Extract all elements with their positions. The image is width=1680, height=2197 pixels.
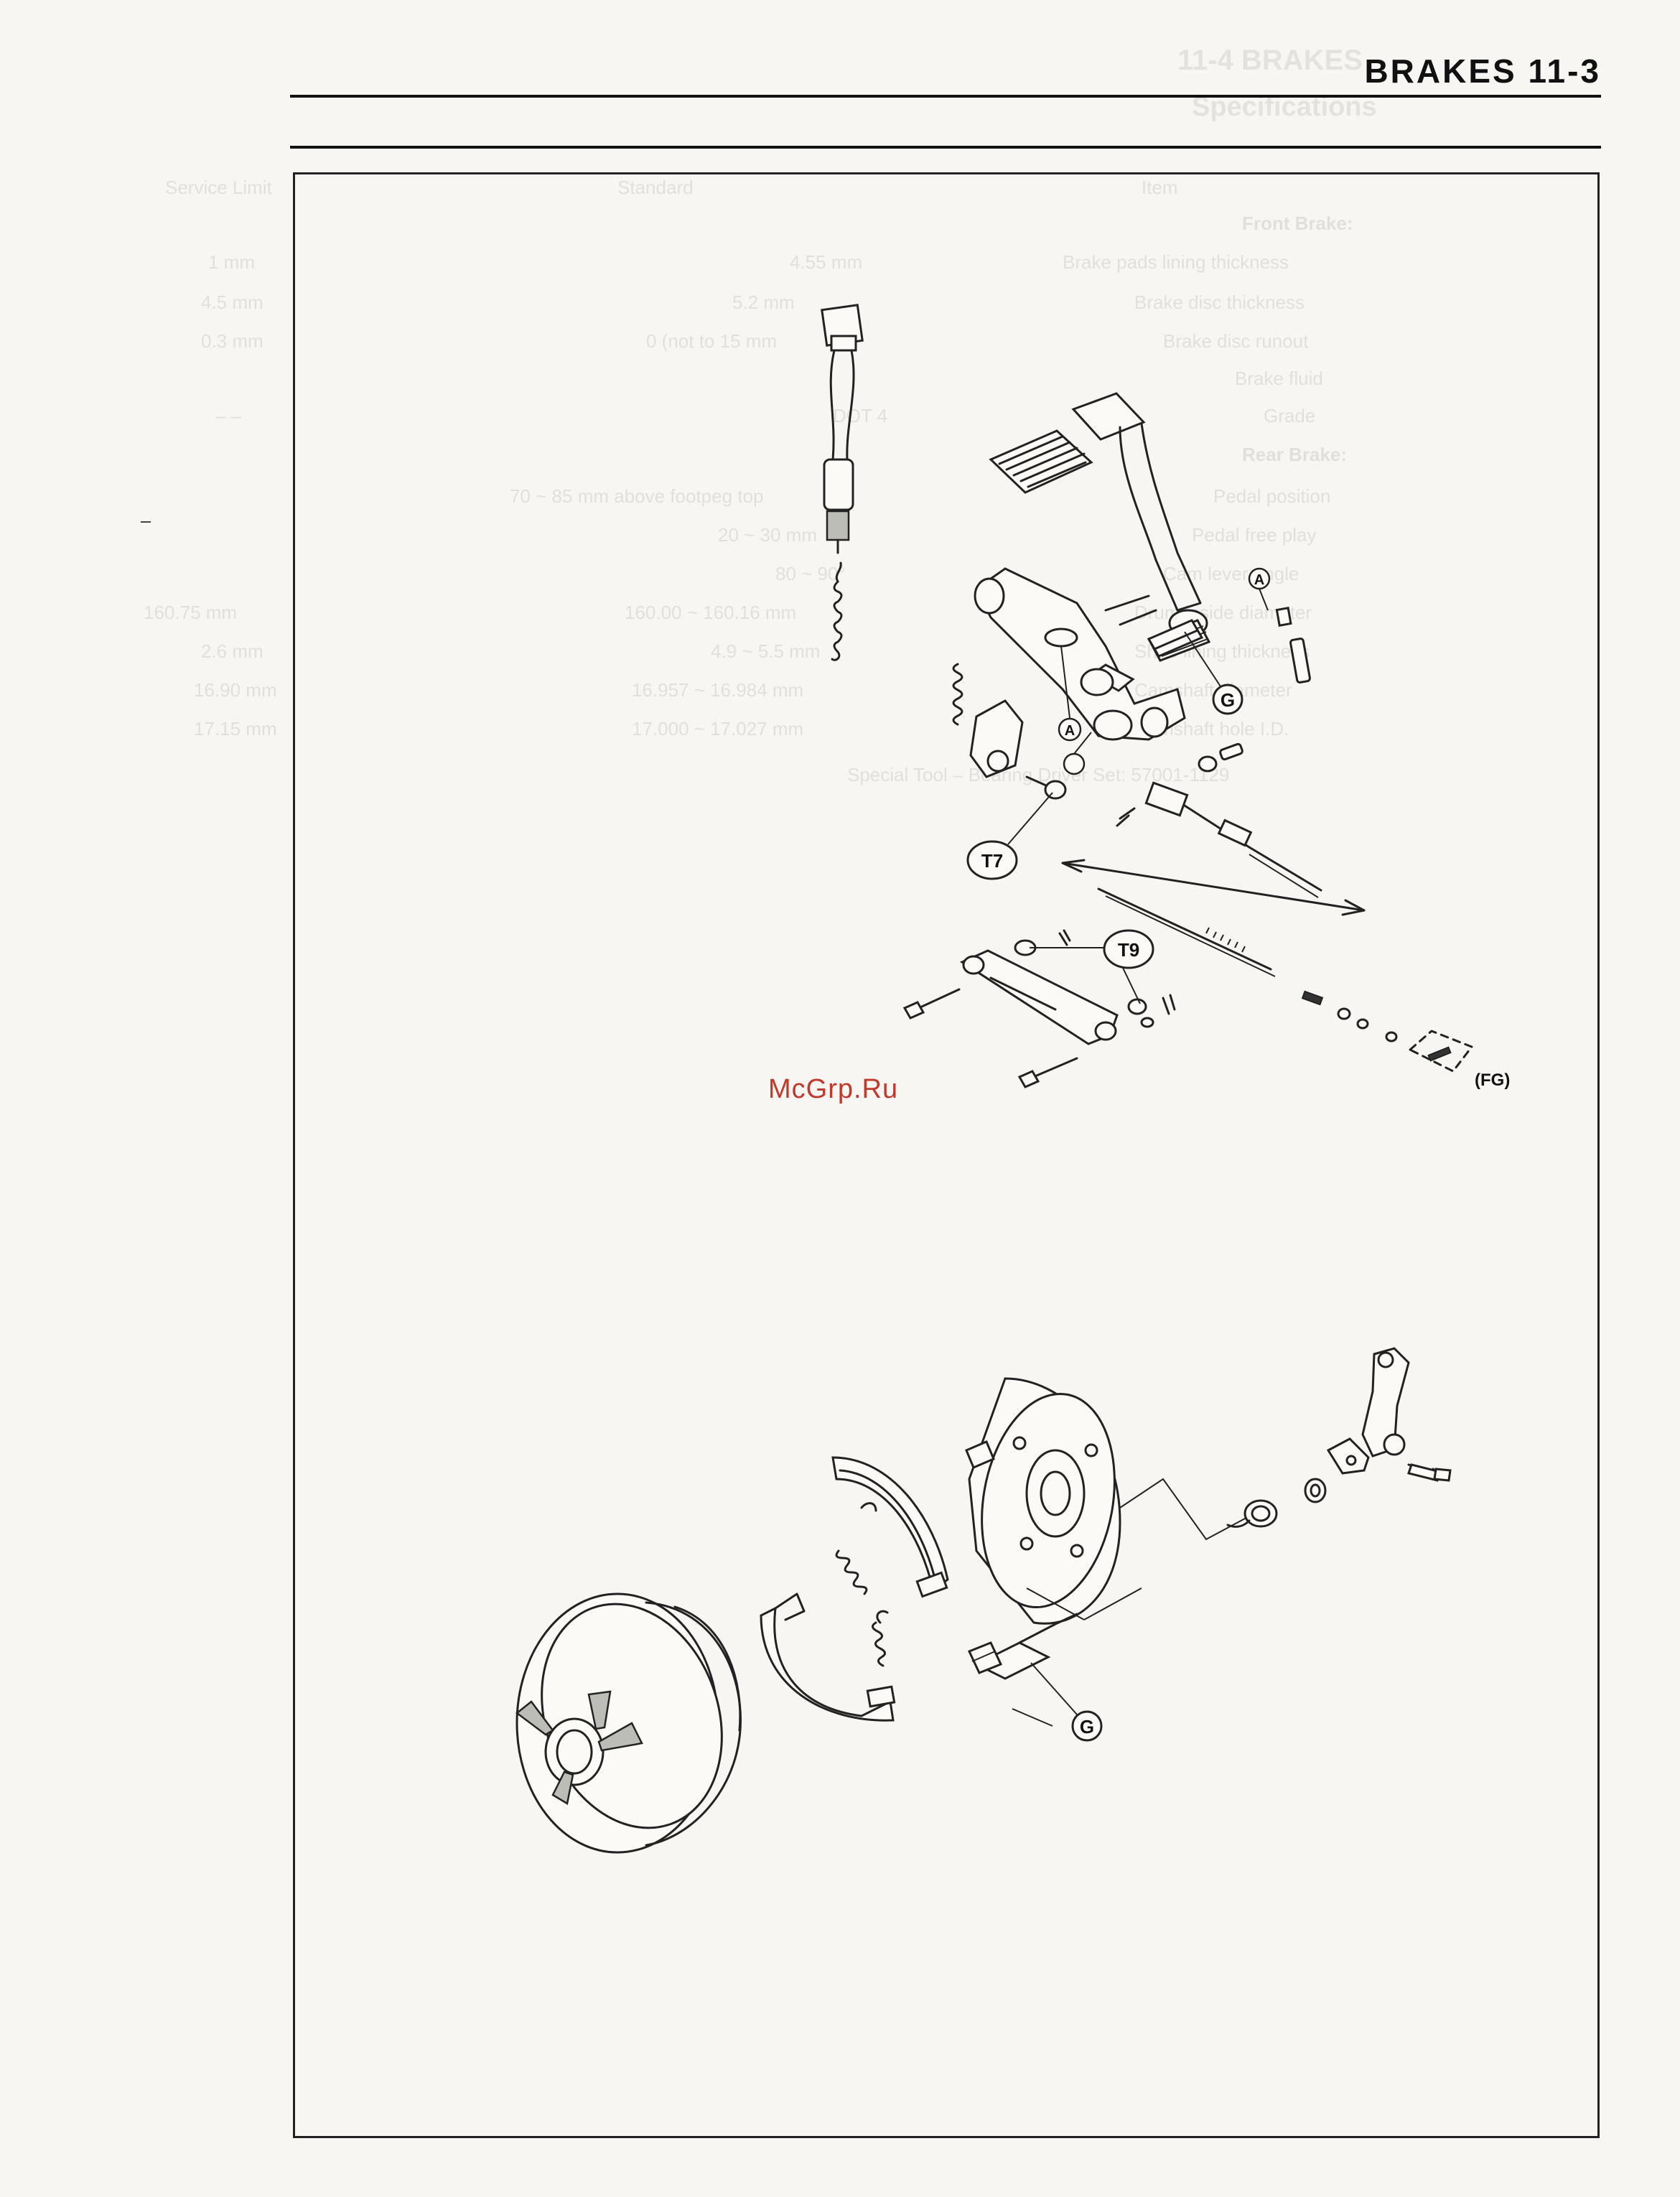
bleed-front-row: Brake disc thickness <box>1134 291 1305 313</box>
brake-rod-link <box>959 949 1119 1045</box>
brake-rod-joint <box>1116 781 1322 898</box>
brake-panel <box>965 1377 1121 1625</box>
bleed-front: Front Brake: <box>1242 213 1353 234</box>
bleed-rear-row: 80 ~ 90° <box>775 563 846 584</box>
callout-a-mid: A <box>1058 645 1092 775</box>
pedal-return-spring <box>952 663 963 726</box>
bleed-col-standard: Standard <box>617 177 694 198</box>
brake-rod <box>1097 887 1276 977</box>
bleed-front-row: Brake pads lining thickness <box>1063 251 1289 273</box>
link-bolt <box>902 988 1078 1088</box>
bleed-rear-row: 160.75 mm <box>144 602 238 623</box>
brake-switch-spring <box>831 561 843 661</box>
camshaft-washer <box>1304 1478 1327 1503</box>
bleed-col-item: Item <box>1142 177 1178 198</box>
callout-t9: T9 <box>1030 929 1154 1004</box>
bleed-front-row: Brake disc runout <box>1163 330 1309 352</box>
fg-frame-part <box>1409 1030 1473 1073</box>
bleed-front-row: 0.3 mm <box>201 330 263 352</box>
bleed-rear-row: Pedal position <box>1213 485 1331 507</box>
callout-a-top: A <box>1248 567 1271 611</box>
bleed-front-row: 1 mm <box>208 251 255 273</box>
torsion-spring <box>1226 1499 1278 1528</box>
bleed-rear-row: 17.000 ~ 17.027 mm <box>632 718 804 740</box>
camshaft-leader <box>1012 1587 1142 1727</box>
brake-cam-lever <box>1361 1347 1442 1476</box>
footrest-pad <box>989 429 1093 494</box>
bleed-rear-row: 17.15 mm <box>194 718 277 740</box>
pivot-shaft <box>1147 619 1204 658</box>
bleed-front-row: 4.5 mm <box>201 291 263 313</box>
bleed-rear-row: 70 ~ 85 mm above footpeg top <box>510 485 764 507</box>
panel-to-spring-leader <box>1119 1478 1247 1541</box>
bleed-rear-row: 4.9 ~ 5.5 mm <box>711 640 821 662</box>
brake-camshaft <box>967 1613 1078 1680</box>
bleed-front-row: Grade <box>1264 405 1316 426</box>
callout-t9-label: T9 <box>1118 939 1139 961</box>
callout-a-mid-label: A <box>1065 723 1075 739</box>
bleed-front-row: DOT 4 <box>833 405 888 426</box>
bleed-front-row: Brake fluid <box>1235 368 1323 389</box>
page-header-title: BRAKES 11-3 <box>1364 52 1601 90</box>
callout-g-pedal-label: G <box>1221 689 1235 711</box>
bleed-subtitle: Specifications <box>1192 92 1377 122</box>
brake-pedal <box>1071 392 1211 662</box>
rear-adjuster-parts <box>1301 990 1398 1042</box>
bleed-col-limit: Service Limit <box>165 177 272 198</box>
bleed-rear-row: Cam lever angle <box>1163 563 1299 584</box>
brake-lever-arm <box>969 699 1024 778</box>
callout-g-pedal: G <box>1184 631 1243 715</box>
brake-drum <box>515 1592 742 1854</box>
bleed-front-row: 0 (not to 15 mm <box>646 330 778 352</box>
header-rule-lower <box>290 146 1601 149</box>
pedal-shaft-washer <box>1198 742 1243 773</box>
cam-lever-bolt <box>1407 1463 1452 1482</box>
brake-shoe-lower <box>760 1592 896 1722</box>
header-rule <box>290 95 1601 98</box>
bleed-rear-row: Pedal free play <box>1192 524 1317 546</box>
callout-fg-label: (FG) <box>1475 1070 1510 1090</box>
bleed-front-row: 4.55 mm <box>790 251 863 273</box>
brake-shoe-upper <box>831 1456 949 1598</box>
bleed-front-row: – – <box>215 405 242 426</box>
bleed-front-row: 5.2 mm <box>732 291 795 313</box>
shoe-spring-lower <box>872 1610 889 1667</box>
callout-g-drum: G <box>1030 1662 1103 1742</box>
shoe-spring-upper <box>835 1502 877 1595</box>
diagram-frame <box>293 172 1600 2138</box>
callout-t7-label: T7 <box>981 850 1003 872</box>
pivot-bushing <box>1044 628 1133 741</box>
bleed-rear-row: 20 ~ 30 mm <box>718 524 818 546</box>
bleed-rear-row: 16.90 mm <box>194 679 277 701</box>
bleed-rear: Rear Brake: <box>1242 444 1347 465</box>
cam-indicator <box>1326 1437 1370 1475</box>
callout-g-drum-label: G <box>1080 1716 1094 1737</box>
link-nut-washer <box>1014 929 1176 1028</box>
pedal-bolt <box>1275 607 1311 684</box>
bleed-rear-row: 2.6 mm <box>201 640 263 662</box>
rod-direction-arrow <box>1061 859 1366 916</box>
bleed-rear-row: 160.00 ~ 160.16 mm <box>625 602 797 623</box>
callout-a-top-label: A <box>1254 572 1264 588</box>
t7-bolt <box>1025 775 1067 800</box>
bleed-rear-row: 16.957 ~ 16.984 mm <box>632 679 804 701</box>
bleed-section-title: 11-4 BRAKES <box>1177 45 1363 76</box>
callout-t7: T7 <box>966 792 1053 880</box>
watermark-text: McGrp.Ru <box>768 1074 899 1104</box>
brake-light-switch <box>821 304 864 554</box>
